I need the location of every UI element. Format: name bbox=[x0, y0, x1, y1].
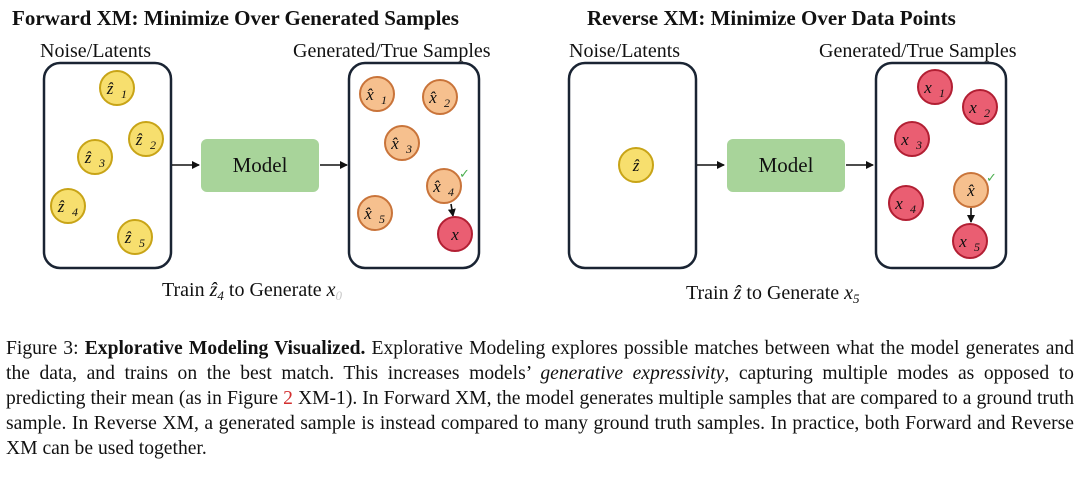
svg-text:x̂: x̂ bbox=[966, 181, 975, 200]
figure-caption-text: , capturing multiple modes as opposed to… bbox=[6, 363, 1074, 409]
latent-node: ẑ bbox=[618, 147, 654, 183]
svg-text:1: 1 bbox=[121, 87, 127, 101]
forward-panel: Forward XM: Minimize Over Generated Samp… bbox=[12, 6, 491, 303]
svg-text:x̂: x̂ bbox=[428, 88, 437, 107]
latent-node: ẑ 2 bbox=[128, 121, 164, 157]
svg-text:4: 4 bbox=[448, 185, 454, 199]
explorative-modeling-diagram: Forward XM: Minimize Over Generated Samp… bbox=[12, 6, 1017, 306]
svg-text:x: x bbox=[900, 130, 909, 149]
reverse-model-box bbox=[727, 139, 845, 192]
forward-sample-box bbox=[347, 61, 481, 270]
svg-text:2: 2 bbox=[984, 106, 990, 120]
figure-caption-title: Explorative Modeling Visualized. bbox=[84, 338, 366, 359]
reverse-sample-box bbox=[874, 61, 1008, 270]
svg-text:3: 3 bbox=[405, 142, 412, 156]
svg-text:3: 3 bbox=[915, 138, 922, 152]
forward-latent-box bbox=[42, 61, 173, 270]
svg-text:ẑ: ẑ bbox=[57, 197, 65, 216]
svg-text:5: 5 bbox=[379, 212, 385, 226]
latent-node: ẑ 3 bbox=[77, 139, 113, 175]
reverse-title: Reverse XM: Minimize Over Data Points bbox=[587, 6, 956, 30]
latent-node: ẑ 4 bbox=[50, 188, 86, 224]
reverse-model-label: Model bbox=[759, 153, 814, 177]
svg-text:4: 4 bbox=[72, 205, 78, 219]
figure-label: Figure 3: bbox=[6, 338, 85, 359]
svg-text:ẑ: ẑ bbox=[632, 156, 640, 175]
check-icon: ✓ bbox=[459, 167, 470, 182]
generated-sample-node: x̂ 2 bbox=[422, 79, 458, 115]
forward-caption: Train ẑ4 to Generate x0 bbox=[162, 279, 343, 303]
svg-text:ẑ: ẑ bbox=[124, 228, 132, 247]
svg-text:5: 5 bbox=[974, 240, 980, 254]
svg-text:5: 5 bbox=[139, 236, 145, 250]
svg-text:ẑ: ẑ bbox=[84, 148, 92, 167]
reverse-samples-label: Generated/True Samples bbox=[819, 40, 1017, 62]
svg-text:x̂: x̂ bbox=[432, 177, 441, 196]
reverse-caption: Train ẑ to Generate x5 bbox=[686, 282, 860, 306]
generated-sample-node: x̂ 1 bbox=[359, 76, 395, 112]
true-sample-node: x 4 bbox=[888, 185, 924, 221]
true-sample-node: x 2 bbox=[962, 89, 998, 125]
forward-model-box bbox=[201, 139, 319, 192]
figure-caption: Figure 3: Explorative Modeling Visualize… bbox=[6, 336, 1074, 461]
svg-text:x̂: x̂ bbox=[363, 204, 372, 223]
forward-title: Forward XM: Minimize Over Generated Samp… bbox=[12, 6, 459, 30]
figure-caption-text: Explorative Modeling explores possible m… bbox=[6, 338, 1074, 384]
svg-text:x: x bbox=[894, 194, 903, 213]
generated-sample-node: x̂ 5 bbox=[357, 195, 393, 231]
svg-text:ẑ: ẑ bbox=[106, 79, 114, 98]
svg-text:4: 4 bbox=[910, 202, 916, 216]
svg-text:2: 2 bbox=[444, 96, 450, 110]
svg-text:x: x bbox=[968, 98, 977, 117]
svg-text:ẑ: ẑ bbox=[135, 130, 143, 149]
svg-text:x: x bbox=[923, 78, 932, 97]
svg-text:x: x bbox=[958, 232, 967, 251]
svg-text:x: x bbox=[450, 225, 459, 244]
true-sample-node: x 3 bbox=[894, 121, 930, 157]
true-sample-node: x 5 bbox=[952, 223, 988, 259]
reverse-latent-box bbox=[567, 61, 698, 270]
true-sample-node: x bbox=[437, 216, 473, 252]
reverse-panel: Reverse XM: Minimize Over Data Points No… bbox=[567, 6, 1017, 306]
svg-text:1: 1 bbox=[939, 86, 945, 100]
svg-text:3: 3 bbox=[98, 156, 105, 170]
reverse-noise-label: Noise/Latents bbox=[569, 40, 680, 62]
generated-sample-node: x̂ bbox=[953, 172, 989, 208]
check-icon: ✓ bbox=[986, 171, 997, 186]
generated-sample-node: x̂ 3 bbox=[384, 125, 420, 161]
svg-text:1: 1 bbox=[381, 93, 387, 107]
latent-node: ẑ 5 bbox=[117, 219, 153, 255]
latent-node: ẑ 1 bbox=[99, 70, 135, 106]
forward-model-label: Model bbox=[233, 153, 288, 177]
true-sample-node: x 1 bbox=[917, 69, 953, 105]
svg-text:2: 2 bbox=[150, 138, 156, 152]
generated-sample-node: x̂ 4 bbox=[426, 168, 462, 204]
svg-text:x̂: x̂ bbox=[365, 85, 374, 104]
figure-caption-text: XM-1). In Forward XM, the model generate… bbox=[6, 388, 1074, 459]
svg-text:x̂: x̂ bbox=[390, 134, 399, 153]
figure-caption-emphasis: generative expressivity bbox=[540, 363, 725, 384]
match-arrow bbox=[447, 203, 456, 217]
figure-reference-link[interactable]: 2 bbox=[283, 388, 293, 409]
forward-samples-label: Generated/True Samples bbox=[293, 40, 491, 62]
forward-noise-label: Noise/Latents bbox=[40, 40, 151, 62]
